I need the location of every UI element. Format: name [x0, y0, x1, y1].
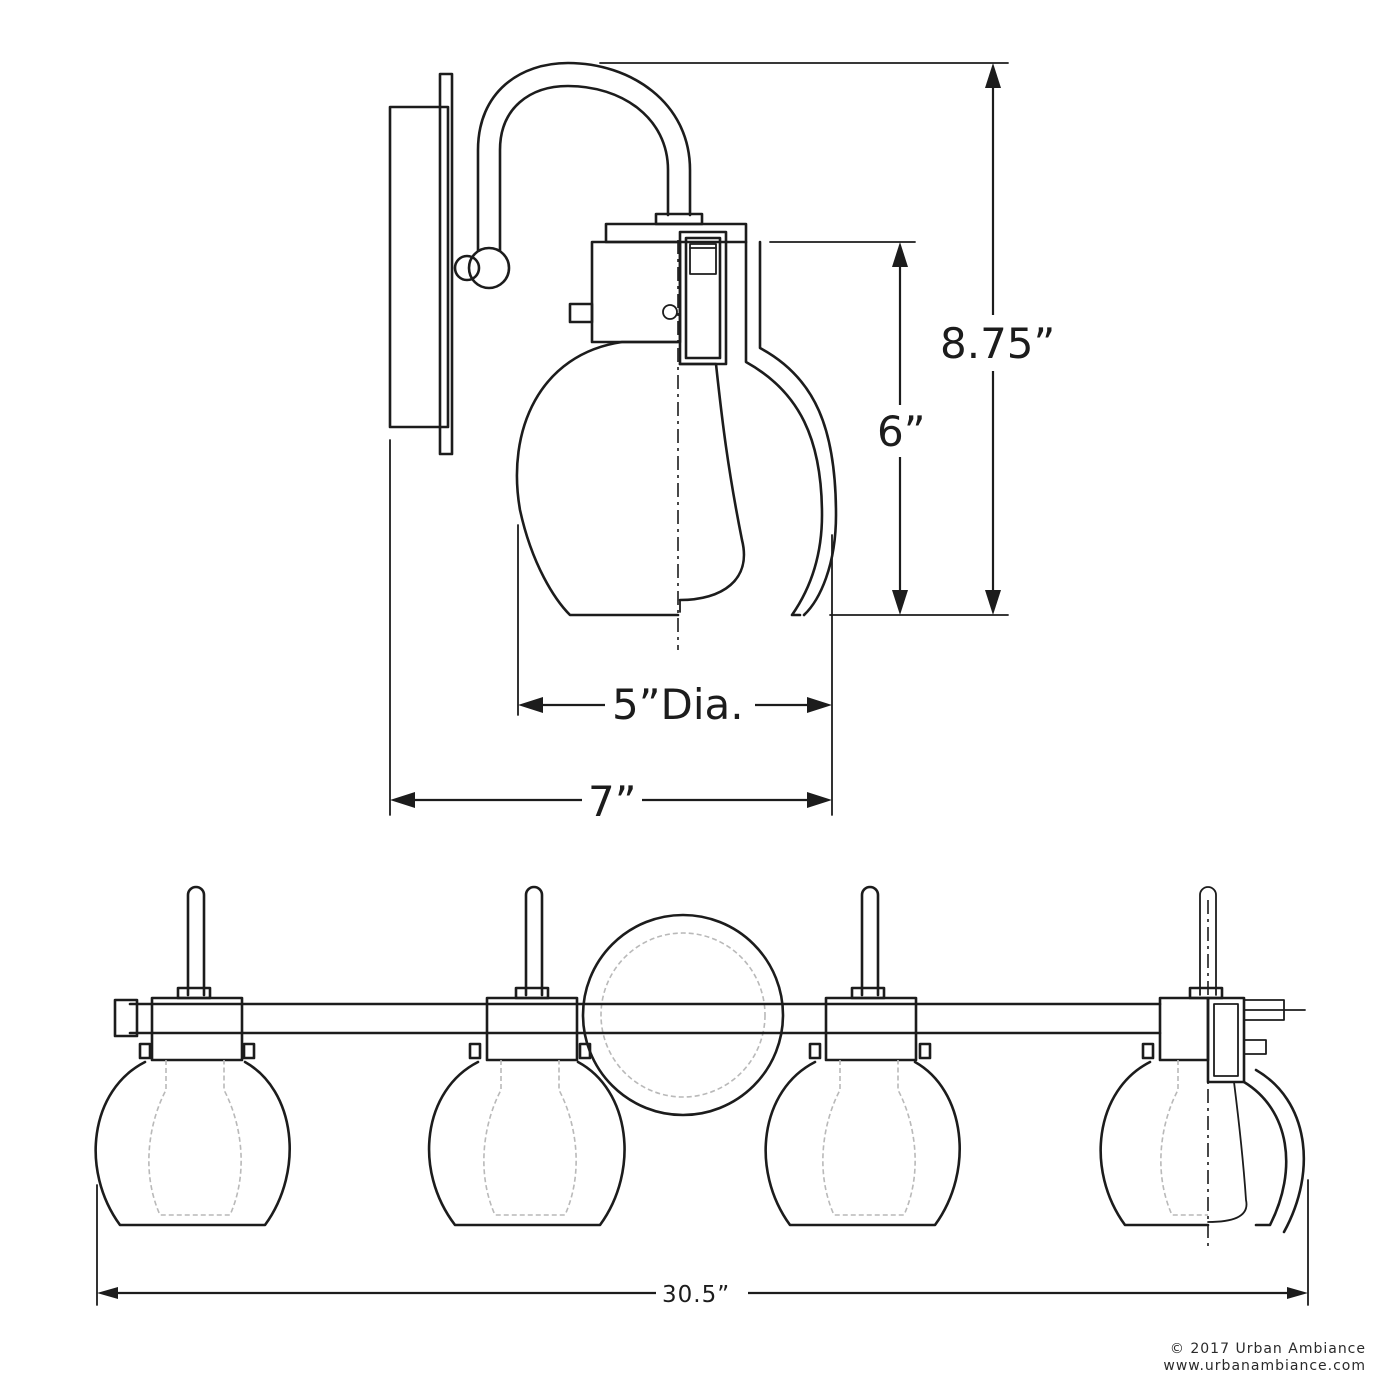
shade-height-dimension: 6”	[769, 241, 930, 615]
crossbar	[128, 1002, 1162, 1035]
fixture-4-section	[1099, 886, 1306, 1250]
center-medallion-inner	[600, 932, 766, 1098]
mount-knob-small	[453, 254, 481, 282]
extension-label: 7”	[588, 777, 636, 826]
overall-width-dimension: 30.5”	[96, 1179, 1309, 1308]
screw-hole	[662, 304, 678, 320]
extension-dimension: 7”	[389, 439, 832, 826]
fixture-3	[764, 885, 961, 1227]
overall-height-label: 8.75”	[940, 319, 1055, 368]
mount-knob-large	[467, 246, 511, 290]
fixture-2	[427, 885, 626, 1227]
curved-arm	[476, 61, 692, 252]
overall-width-label: 30.5”	[662, 1282, 730, 1308]
arm-nut	[654, 212, 704, 226]
center-medallion	[581, 913, 785, 1117]
glass-shade	[515, 340, 680, 617]
front-view: 30.5”	[94, 885, 1309, 1308]
wall-plate-face	[438, 72, 454, 456]
overall-height-dimension: 8.75”	[599, 62, 1060, 616]
bulb-outline	[678, 362, 746, 602]
glass-shade-section	[744, 240, 838, 617]
socket-cross-section	[678, 230, 728, 366]
crossbar-end-cap-left	[113, 998, 139, 1038]
diameter-label: 5”Dia.	[612, 680, 744, 729]
shade-height-label: 6”	[877, 407, 925, 456]
side-view: 8.75” 6” 5”Dia. 7”	[388, 61, 1060, 826]
copyright-line: © 2017 Urban Ambiance	[1169, 1341, 1366, 1357]
socket-body	[590, 240, 682, 344]
diameter-dimension: 5”Dia.	[517, 524, 833, 816]
set-screw	[568, 302, 594, 324]
fixture-1	[94, 885, 291, 1227]
wall-backplate	[388, 105, 450, 429]
website-url: www.urbanambiance.com	[1163, 1358, 1366, 1374]
